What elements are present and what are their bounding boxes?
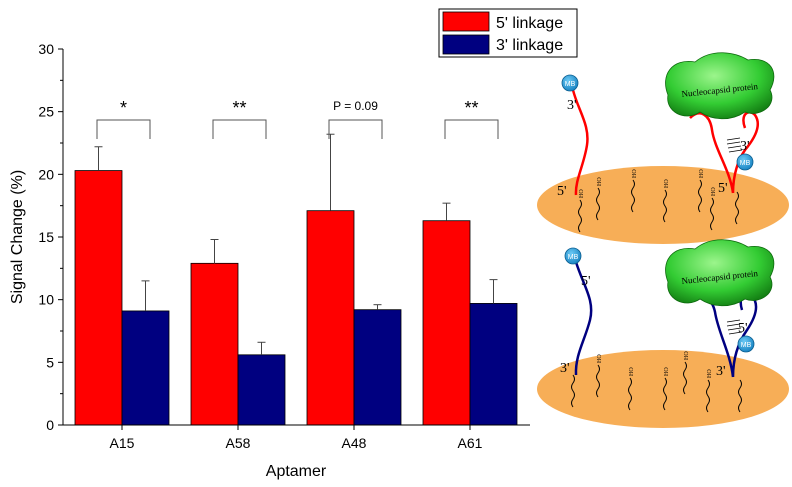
bar-5-linkage-a15 [74,170,123,426]
legend-swatch-3-linkage [442,34,490,55]
y-axis-ticks: 0 5 10 15 20 25 30 [38,41,63,433]
hydroxyl-labels-bottom: HO HO HO HO HO [597,351,713,378]
significance-bracket [212,119,267,139]
mb-label: MB [741,342,752,349]
oh-label: HO [597,354,603,363]
y-tick-label: 20 [38,166,54,182]
y-tick-label: 15 [38,229,54,245]
y-tick-label: 25 [38,104,54,120]
bar-3-linkage-a61 [469,303,518,426]
aptamer-strand-free-top [571,89,589,196]
oh-label: HO [629,367,635,376]
y-tick-label: 0 [46,417,54,433]
diagram-bottom-panel: HO HO HO HO HO MB 5' 3' Nucleocapsid pro… [537,239,789,428]
hairpin-stem-bottom [726,319,743,335]
x-tick-label: A48 [342,435,367,451]
mb-label: MB [568,254,579,261]
oh-label: HO [684,351,690,360]
hydroxyl-chains-top [578,179,739,233]
end-label: 5' [581,274,591,289]
bar-3-linkage-a48 [353,309,402,426]
bar-5-linkage-a48 [306,210,355,426]
oh-label: HO [664,179,670,188]
significance-label: ** [232,98,246,118]
aptamer-strand-bound-top [689,111,760,194]
end-label: 5' [738,321,748,336]
end-label: 3' [716,364,726,379]
nucleocapsid-protein-icon [665,239,775,307]
hydroxyl-labels-top: HO HO HO HO HO HO [579,169,717,198]
oh-label: HO [579,189,585,198]
end-label: 3' [560,361,570,376]
electrode-surface-bottom [537,350,789,428]
significance-bracket [444,119,499,139]
methylene-blue-icon [736,153,754,171]
y-tick-label: 5 [46,354,54,370]
bar-5-linkage-a58 [190,262,239,426]
significance-bracket [328,119,383,139]
y-tick-label: 30 [38,41,54,57]
significance-bracket [96,119,151,139]
oh-label: HO [711,187,717,196]
legend-label-5-linkage: 5' linkage [496,15,563,32]
legend-swatch-5-linkage [442,11,490,32]
diagram-top-panel: HO HO HO HO HO HO MB 3' 5' Nucleocapsid … [537,52,789,244]
legend: 5' linkage 3' linkage [438,8,578,58]
y-axis-label: Signal Change (%) [9,170,26,304]
methylene-blue-icon [737,335,755,353]
x-tick-label: A58 [226,435,251,451]
hydroxyl-chains-bottom [571,361,742,413]
end-label: 5' [557,184,567,199]
end-label: 5' [718,181,728,196]
bar-3-linkage-a58 [237,354,286,426]
oh-label: HO [707,369,713,378]
hairpin-stem-top [726,137,743,153]
end-label: 3' [740,139,750,154]
x-tick-label: A15 [110,435,135,451]
error-bars [94,133,498,355]
x-tick-label: A61 [458,435,483,451]
oh-label: HO [597,177,603,186]
mb-label: MB [565,81,576,88]
nucleocapsid-protein-icon [665,52,775,120]
y-tick-label: 10 [38,292,54,308]
x-axis-ticks: A15 A58 A48 A61 [110,425,483,451]
oh-label: HO [664,367,670,376]
methylene-blue-icon [561,74,579,92]
methylene-blue-icon [564,247,582,265]
bar-5-linkage-a61 [422,220,471,426]
mb-label: MB [740,160,751,167]
x-axis-label: Aptamer [266,463,327,480]
electrode-surface-top [537,166,789,244]
significance-label: ** [464,98,478,118]
bar-series [74,170,518,426]
bar-3-linkage-a15 [121,310,170,426]
significance-brackets: ***P = 0.09** [96,98,499,139]
end-label: 3' [567,98,577,113]
oh-label: HO [699,169,705,178]
aptamer-strand-free-bottom [574,261,593,376]
oh-label: HO [632,169,638,178]
significance-label: P = 0.09 [333,99,378,113]
significance-label: * [120,98,127,118]
legend-label-3-linkage: 3' linkage [496,37,563,54]
